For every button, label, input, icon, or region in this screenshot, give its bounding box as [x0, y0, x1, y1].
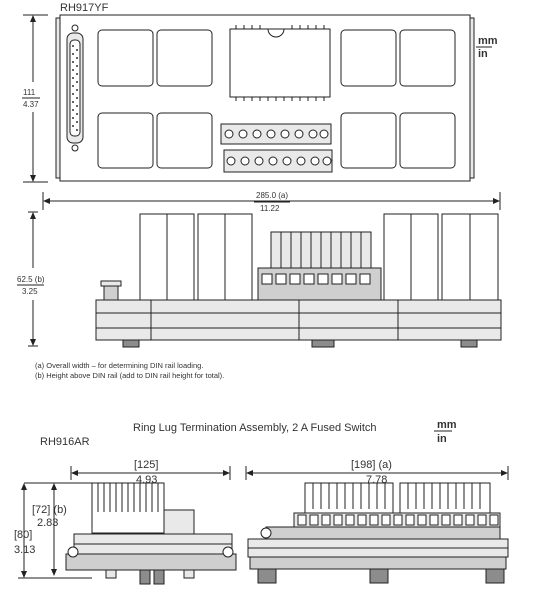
units-in-bottom: in	[437, 433, 447, 445]
units-mm-bottom: mm	[437, 419, 457, 431]
height-total-in: 3.13	[14, 544, 35, 556]
relay-blocks-top	[97, 29, 456, 169]
end-view-drawing	[65, 482, 237, 585]
assembly-title: Ring Lug Termination Assembly, 2 A Fused…	[133, 422, 377, 434]
plan-left-rail	[55, 17, 61, 179]
width-in-label: 11.22	[260, 204, 280, 213]
units-indicator-top: mm in	[476, 35, 498, 60]
units-indicator-bottom: mm in	[434, 419, 457, 445]
footnote-b: (b) Height above DIN rail (add to DIN ra…	[35, 371, 224, 380]
height-dimension-top: 111 4.37	[22, 14, 48, 183]
width-dimension-top: 285.0 (a) 11.22	[42, 191, 501, 213]
width-dimension-front-view: [198] (a) 7.78	[245, 459, 509, 486]
top-side-elevation	[95, 213, 502, 348]
height-mm-label: 111	[23, 88, 36, 97]
height-b-mm: [72] (b)	[32, 504, 67, 516]
ic-chip	[229, 25, 331, 101]
model-label-rh917yf: RH917YF	[60, 2, 109, 14]
plan-right-rail	[469, 17, 475, 179]
height-total-mm: [80]	[14, 529, 32, 541]
end-width-mm: [125]	[134, 459, 158, 471]
height-dimensions-end-view: [72] (b) 2.83 [80] 3.13	[14, 482, 92, 579]
height-b-in: 2.83	[37, 517, 58, 529]
width-mm-label: 285.0 (a)	[256, 191, 288, 200]
front-view-drawing	[247, 482, 509, 584]
height-dimension-side: 62.5 (b) 3.25	[17, 211, 45, 347]
terminal-block-plan	[220, 123, 333, 173]
model-label-rh916ar: RH916AR	[40, 436, 90, 448]
top-plan-view	[55, 14, 475, 182]
side-height-in-label: 3.25	[22, 287, 38, 296]
units-mm: mm	[478, 35, 498, 47]
side-height-mm-label: 62.5 (b)	[17, 275, 45, 284]
width-dimension-end-view: [125] 4.93	[70, 459, 231, 486]
height-in-label: 4.37	[23, 100, 39, 109]
dsub-connector	[66, 24, 84, 152]
units-in: in	[478, 48, 488, 60]
front-width-mm: [198] (a)	[351, 459, 392, 471]
footnote-a: (a) Overall width – for determining DIN …	[35, 361, 203, 370]
